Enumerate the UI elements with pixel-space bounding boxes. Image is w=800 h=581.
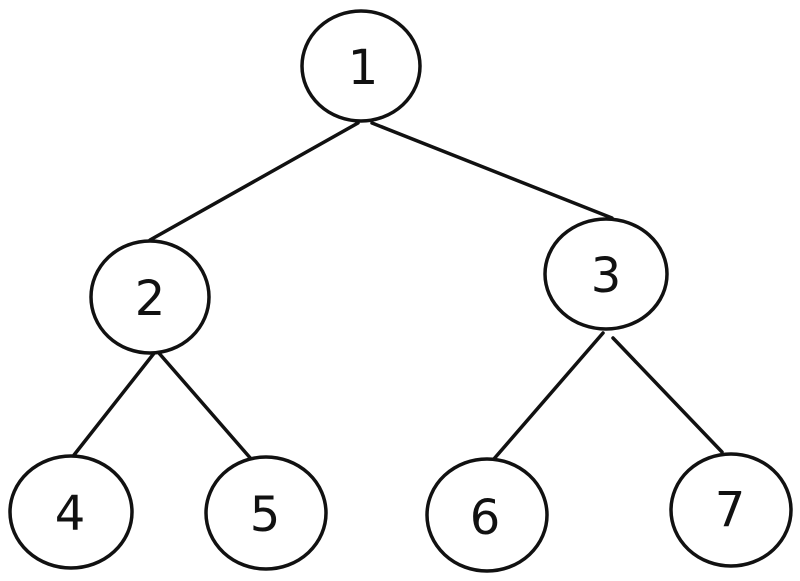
edge-1-3 — [370, 121, 614, 220]
node-6-circle — [425, 457, 549, 573]
node-5-circle — [204, 455, 328, 571]
edge-2-5 — [156, 350, 254, 462]
tree-node: 6 — [425, 457, 549, 573]
node-5-label: 5 — [250, 487, 281, 543]
node-7-circle — [669, 452, 793, 568]
tree-node: 5 — [204, 455, 328, 571]
edge-3-7 — [611, 336, 724, 454]
node-6-label: 6 — [470, 490, 501, 546]
node-1-label: 1 — [348, 40, 379, 96]
node-4-label: 4 — [55, 486, 86, 542]
nodes: 1 2 3 4 5 6 7 — [8, 9, 793, 573]
edge-3-6 — [491, 331, 605, 462]
tree-node: 3 — [543, 217, 669, 331]
tree-node: 2 — [89, 239, 211, 355]
node-1-circle — [300, 9, 422, 123]
node-2-label: 2 — [135, 271, 166, 327]
node-4-circle — [8, 454, 134, 570]
edges — [72, 121, 724, 462]
node-2-circle — [89, 239, 211, 355]
node-3-label: 3 — [591, 248, 622, 304]
edge-1-2 — [148, 121, 360, 242]
node-3-circle — [543, 217, 669, 331]
tree-node: 4 — [8, 454, 134, 570]
tree-node: 7 — [669, 452, 793, 568]
edge-2-4 — [72, 350, 157, 457]
tree-node: 1 — [300, 9, 422, 123]
node-7-label: 7 — [715, 482, 746, 538]
